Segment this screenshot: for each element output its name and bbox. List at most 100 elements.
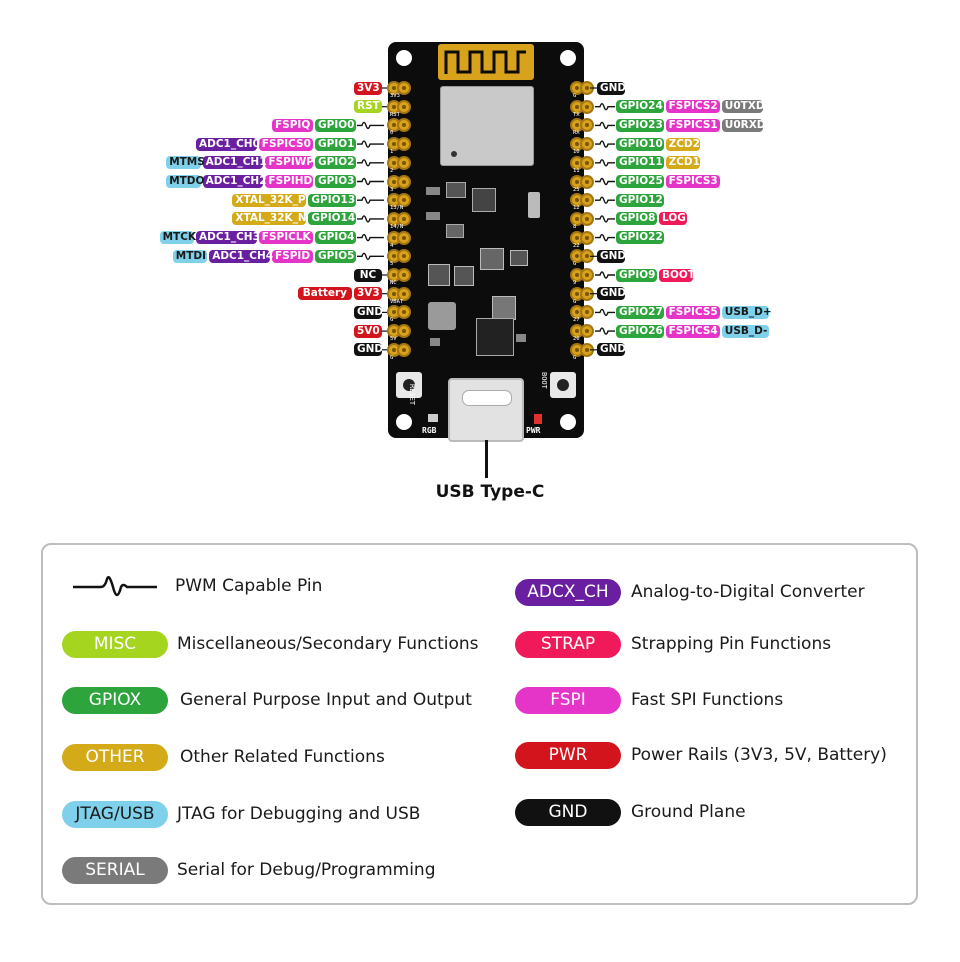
rgb-label: RGB	[422, 426, 437, 435]
right-pin-silk: G	[573, 298, 577, 305]
pwm-wave-icon	[357, 215, 384, 223]
right-pin-silk: 22	[573, 242, 580, 249]
mounting-hole	[560, 50, 576, 66]
right-pin-label-gnd: GND	[597, 343, 626, 357]
right-pin-label-fspi: FSPICS5	[665, 305, 720, 319]
pwr-led	[534, 414, 542, 424]
left-pin-silk: G	[390, 317, 394, 324]
left-pin-label-gpio: GPIO1	[315, 137, 356, 151]
right-pin-silk: TX	[573, 111, 580, 118]
legend-pill-serial: SERIAL	[62, 857, 168, 884]
pwm-wave-icon	[595, 196, 615, 204]
mounting-hole	[560, 414, 576, 430]
right-pin	[580, 268, 594, 282]
legend-text-serial: Serial for Debug/Programming	[177, 860, 436, 880]
left-pin	[397, 118, 411, 133]
right-pin-silk: 11	[573, 167, 580, 174]
right-pin	[580, 211, 594, 226]
left-pin-silk: 13/N	[390, 205, 404, 212]
legend-pill-jtag: JTAG/USB	[62, 801, 168, 828]
reset-button[interactable]	[396, 372, 422, 398]
left-pin-label-gpio: GPIO5	[315, 249, 356, 263]
chip	[476, 318, 514, 356]
left-pin-silk: G	[390, 354, 394, 361]
left-pin-label-fspi: FSPIHD	[265, 175, 313, 188]
left-pin-silk: 3V3	[390, 93, 400, 99]
left-pin	[397, 249, 411, 264]
left-pin-label-gpio: GPIO13	[308, 193, 356, 207]
left-pin-silk: 5	[390, 261, 394, 268]
right-pin-silk: G	[573, 261, 577, 268]
usb-type-c-label: USB Type-C	[435, 482, 545, 502]
left-pin-silk: VBAT	[390, 298, 404, 305]
left-pin-label-fspi: FSPID	[272, 249, 313, 263]
left-pin-label-gpio: GPIO3	[315, 175, 356, 188]
left-pin-label-adc: ADC1_CH2	[202, 175, 267, 188]
pwm-wave-icon	[595, 327, 615, 335]
left-pin-label-gnd: NC	[354, 268, 382, 282]
right-pin-label-gpio: GPIO22	[616, 231, 664, 245]
right-pin	[580, 305, 594, 320]
legend-text-strap: Strapping Pin Functions	[631, 634, 832, 654]
left-pin	[397, 81, 411, 95]
left-pin	[397, 286, 411, 301]
right-pin-label-jtag: USB_D-	[721, 324, 770, 338]
left-pin	[397, 268, 411, 282]
right-pin-label-gpio: GPIO8	[616, 212, 657, 226]
left-pin-label-jtag: MTCK	[159, 231, 196, 245]
pwm-wave-icon	[595, 177, 615, 186]
right-pin	[580, 174, 594, 189]
boot-button[interactable]	[550, 372, 576, 398]
right-pin-label-fspi: FSPICS4	[665, 324, 720, 338]
pwm-wave-icon	[357, 121, 384, 130]
right-pin-label-other: ZCD1	[665, 156, 700, 170]
right-pin-silk: 12	[573, 205, 580, 212]
legend-pill-fspi: FSPI	[515, 687, 621, 714]
pwm-wave-icon	[595, 121, 615, 130]
left-pin-silk: NC	[390, 280, 397, 286]
usb-c-port[interactable]	[448, 378, 524, 442]
left-pin	[397, 230, 411, 245]
antenna	[438, 44, 534, 80]
left-pin-label-adc: ADC1_CH0	[196, 137, 260, 151]
left-pin-label-other: XTAL_32K_P	[232, 193, 307, 207]
left-pin-label-gpio: GPIO4	[315, 231, 356, 245]
left-pin	[397, 174, 411, 189]
pwm-wave-icon	[357, 252, 384, 260]
legend-text-gnd: Ground Plane	[631, 802, 746, 822]
right-pin-silk: G	[573, 93, 577, 99]
legend-pill-gpio: GPIOX	[62, 687, 168, 714]
pwm-wave-icon	[357, 159, 384, 167]
legend-pill-strap: STRAP	[515, 631, 621, 658]
left-pin	[397, 305, 411, 320]
left-pin	[397, 324, 411, 339]
pwm-wave-icon	[357, 196, 384, 204]
right-pin-label-gpio: GPIO9	[616, 268, 657, 282]
left-pin-label-pwr: 3V3	[354, 81, 382, 95]
right-pin-label-jtag: USB_D+	[721, 305, 772, 319]
legend-pill-pwr: PWR	[515, 742, 621, 769]
left-pin-label-jtag: MTDI	[172, 249, 208, 263]
right-pin-label-gpio: GPIO25	[616, 175, 664, 188]
legend-pwm-text: PWM Capable Pin	[175, 576, 323, 596]
right-pin-label-fspi: FSPICS2	[665, 100, 720, 114]
right-pin-label-gpio: GPIO24	[616, 100, 664, 114]
right-pin	[580, 155, 594, 170]
left-pin	[397, 342, 411, 357]
left-pin	[397, 193, 411, 208]
right-pin-label-gpio: GPIO10	[616, 137, 664, 151]
left-pin	[397, 211, 411, 226]
legend-text-other: Other Related Functions	[180, 747, 385, 767]
pwm-wave-icon	[73, 576, 157, 597]
right-pin	[580, 230, 594, 245]
right-pin-label-fspi: FSPICS3	[665, 175, 720, 188]
left-pin-label-gpio: GPIO0	[315, 118, 356, 132]
mounting-hole	[396, 414, 412, 430]
pwm-markers	[357, 87, 615, 351]
pwm-wave-icon	[357, 233, 384, 242]
left-pin-silk: 4	[390, 242, 394, 249]
left-pin-label-gnd: GND	[354, 305, 383, 319]
right-pin-label-serial: U0TXD	[721, 100, 765, 114]
left-pin	[397, 99, 411, 114]
